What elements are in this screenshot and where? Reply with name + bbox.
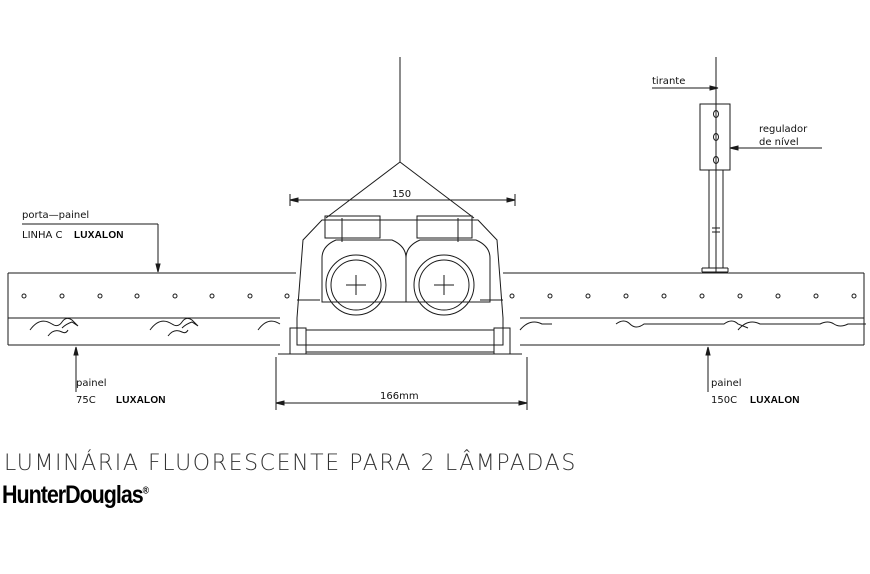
- regulador-label: regulador: [759, 124, 808, 135]
- drawing-title: LUMINÁRIA FLUORESCENTE PARA 2 LÂMPADAS: [4, 451, 577, 476]
- painel-left-code: 75C: [76, 395, 96, 406]
- left-ceiling-panel: [7, 272, 296, 346]
- painel-right-label: painel: [711, 378, 742, 389]
- tirante-label: tirante: [652, 76, 685, 87]
- dimension-166mm: [275, 357, 528, 410]
- dimension-150-label: 150: [392, 189, 411, 200]
- registered-mark: ®: [142, 485, 150, 497]
- hunterdouglas-logo-text: HunterDouglas: [2, 481, 144, 509]
- lamp-right: [413, 254, 475, 316]
- luxalon-logo-left: LUXALON: [116, 395, 166, 406]
- luxalon-logo-top: LUXALON: [74, 230, 124, 241]
- painel-right-code: 150C: [711, 395, 737, 406]
- dimension-166mm-label: 166mm: [380, 391, 419, 402]
- hunterdouglas-logo: HunterDouglas®: [2, 481, 149, 510]
- linha-c-label: LINHA C: [22, 230, 63, 241]
- painel-left-label: painel: [76, 378, 107, 389]
- dimension-150: [289, 194, 516, 206]
- leader-lines: [22, 85, 822, 392]
- luxalon-logo-right: LUXALON: [750, 395, 800, 406]
- luminaire-body: [278, 215, 522, 355]
- right-ceiling-panel: [503, 272, 866, 346]
- level-regulator: [699, 57, 731, 273]
- panel-holes: [21, 293, 857, 299]
- hanger-wires: [325, 57, 475, 242]
- lamp-left: [325, 254, 387, 316]
- porta-painel-label: porta—painel: [22, 210, 89, 221]
- de-nivel-label: de nível: [759, 136, 799, 148]
